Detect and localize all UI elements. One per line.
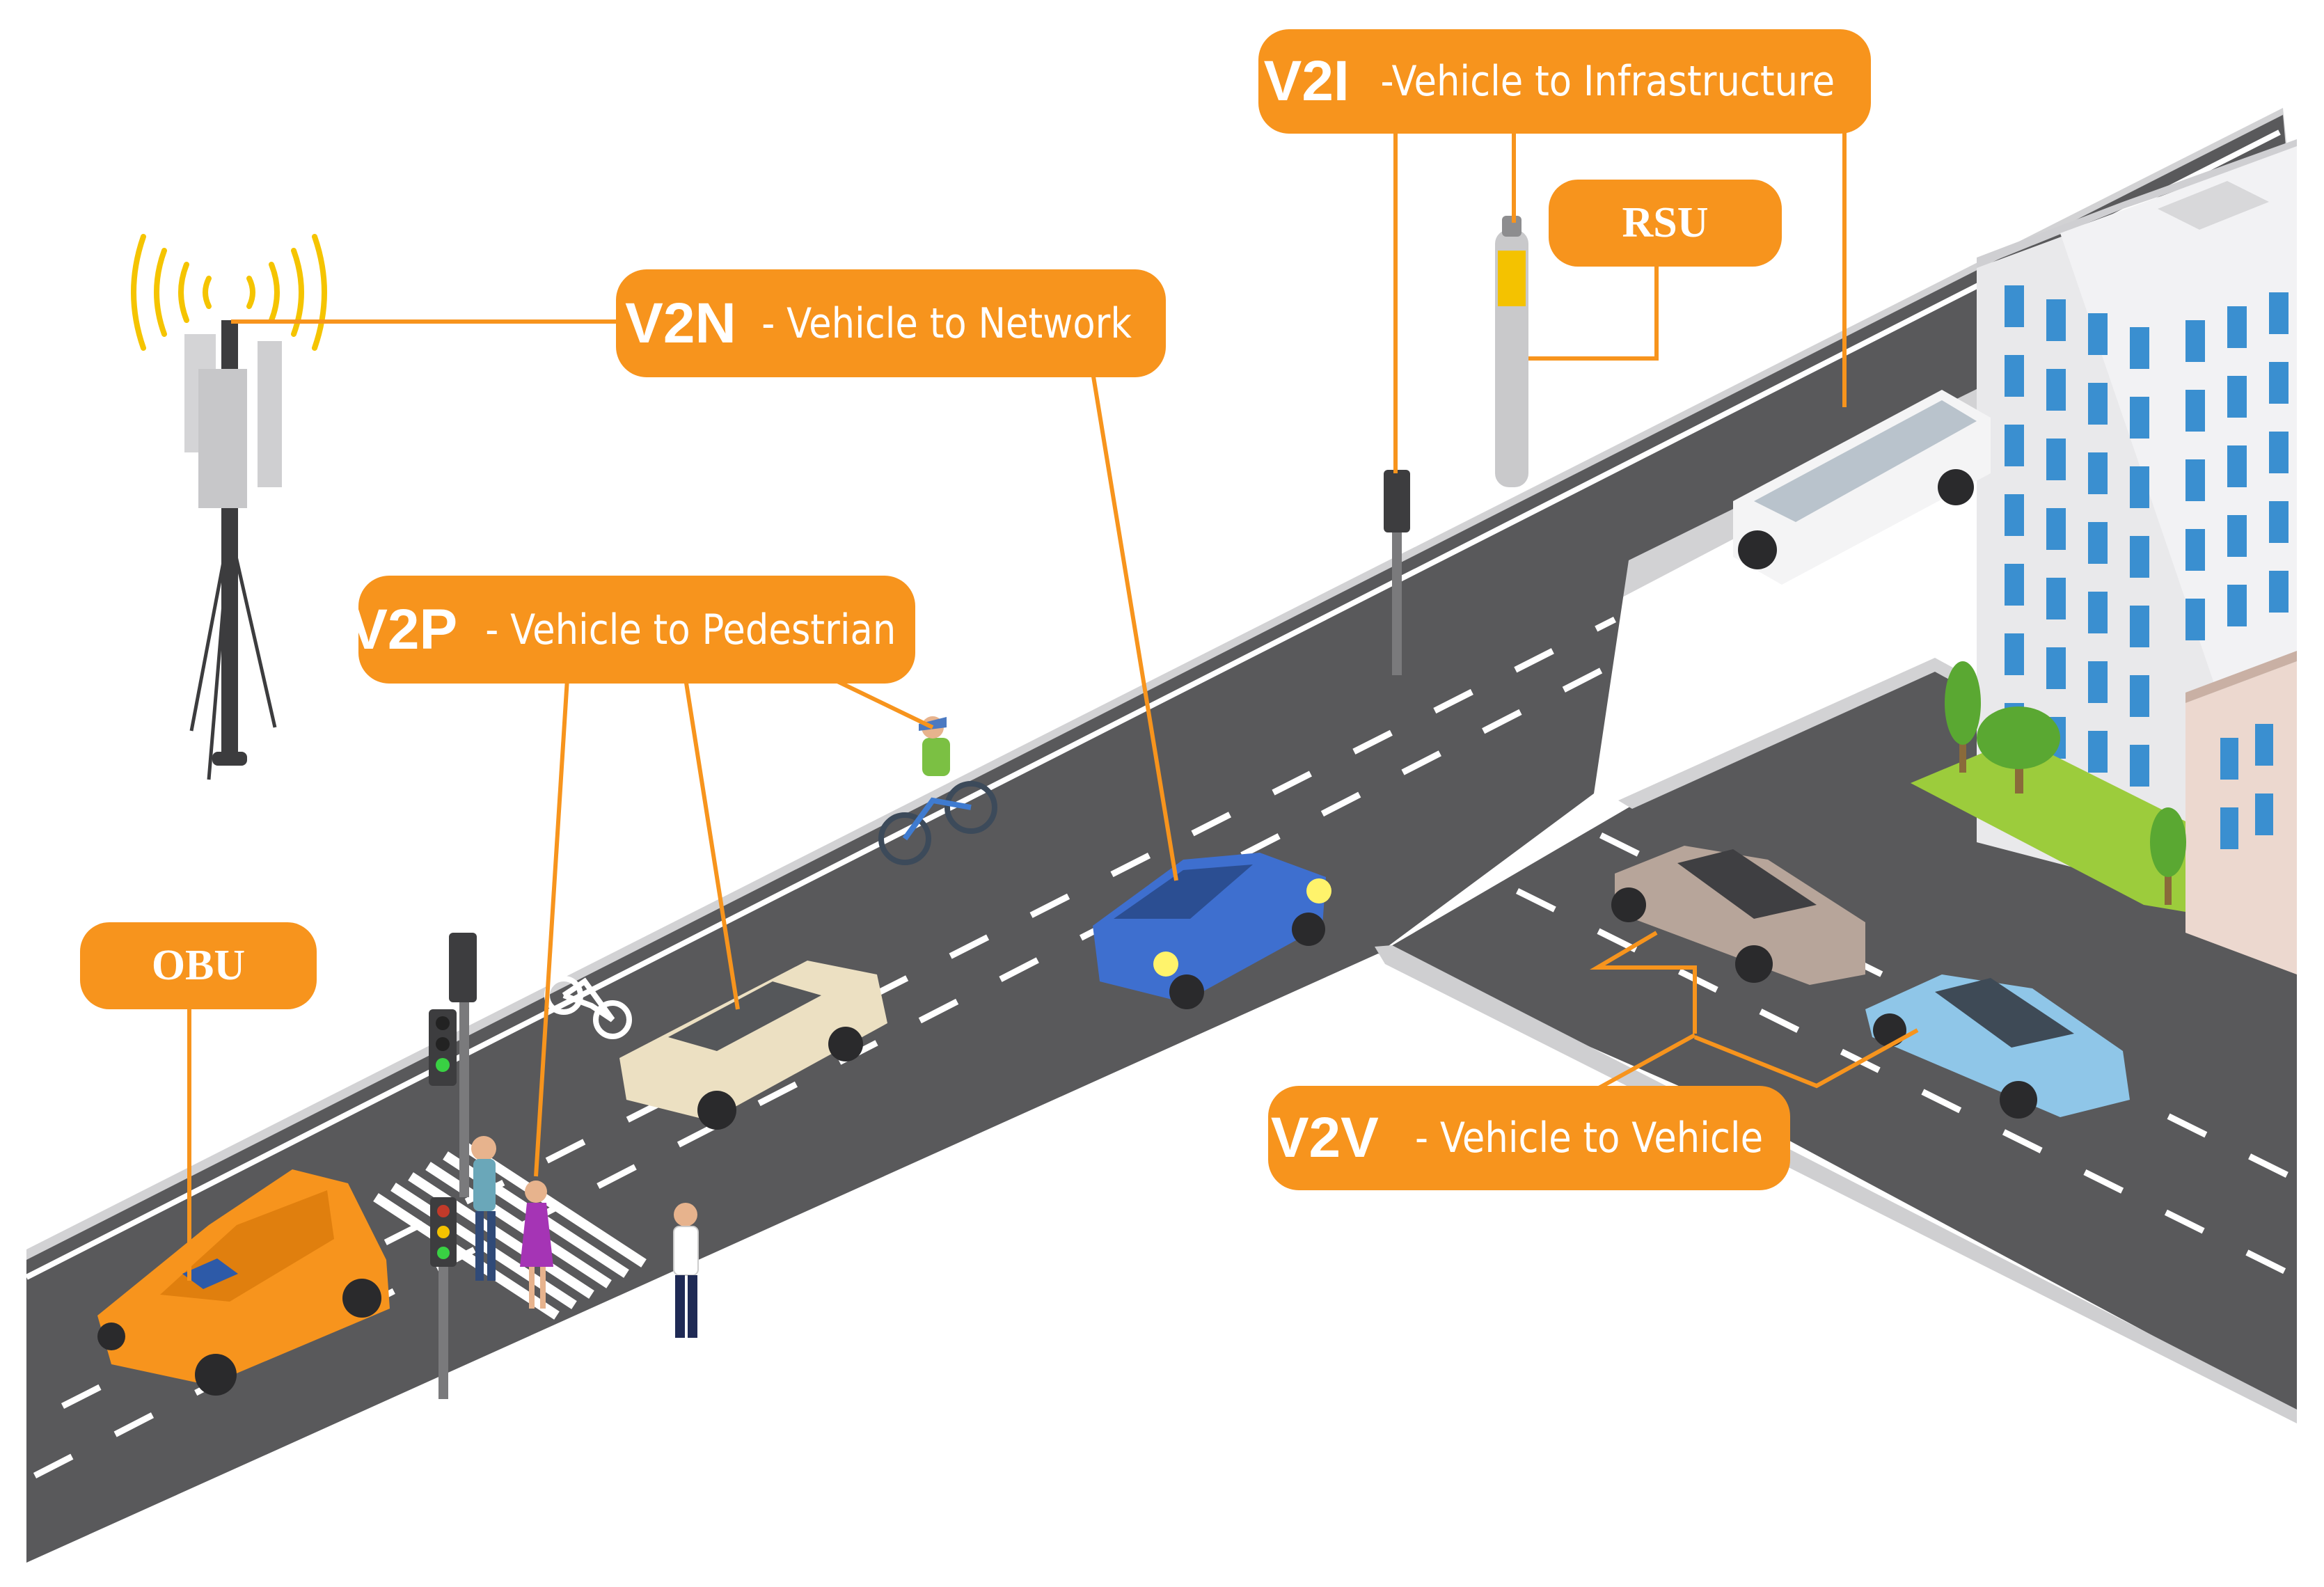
car-light-blue-sedan (1865, 974, 2130, 1119)
v2i-abbr: V2I (1263, 49, 1350, 113)
v2n-label: V2N - Vehicle to Network (616, 269, 1166, 377)
trees (1945, 661, 2186, 905)
pedestrian-girl-purple (520, 1181, 553, 1309)
car-blue-hatchback (1093, 853, 1331, 1009)
grass-lot (1911, 738, 2185, 912)
v2n-description: - Vehicle to Network (761, 299, 1132, 348)
v2n-abbr: V2N (625, 291, 736, 355)
v2i-label: V2I -Vehicle to Infrastructure (1258, 29, 1871, 134)
v2p-label: V2P - Vehicle to Pedestrian (349, 576, 915, 684)
v2v-label: V2V - Vehicle to Vehicle (1268, 1086, 1790, 1190)
building-low (2185, 651, 2297, 974)
car-tan-sedan (1611, 846, 1865, 985)
cross-road-edge-lower (1375, 945, 2297, 1423)
v2p-abbr: V2P (349, 597, 458, 661)
rsu-pole (1495, 216, 1528, 487)
v2v-abbr: V2V (1270, 1106, 1379, 1169)
cell-tower-icon (131, 234, 327, 780)
rsu-label: RSU (1549, 180, 1782, 267)
v2v-description: - Vehicle to Vehicle (1403, 1114, 1763, 1162)
cyclist (878, 716, 997, 865)
car-beige-sedan (619, 961, 887, 1130)
obu-label: OBU (80, 922, 317, 1009)
pedestrian-woman-teal (471, 1136, 496, 1281)
traffic-light-icon (429, 470, 1410, 1399)
main-road (26, 115, 2293, 1563)
road-network (25, 108, 2297, 1563)
v2p-description: - Vehicle to Pedestrian (485, 605, 896, 654)
pedestrian-man-white-shirt (673, 1203, 699, 1338)
car-orange-obu (97, 1169, 390, 1396)
roof-unit (2158, 181, 2269, 230)
building-windows (2005, 285, 2289, 787)
road-edge-line (25, 129, 2281, 1280)
v2i-description: -Vehicle to Infrastructure (1380, 57, 1835, 106)
car-white-van (1733, 390, 1991, 585)
